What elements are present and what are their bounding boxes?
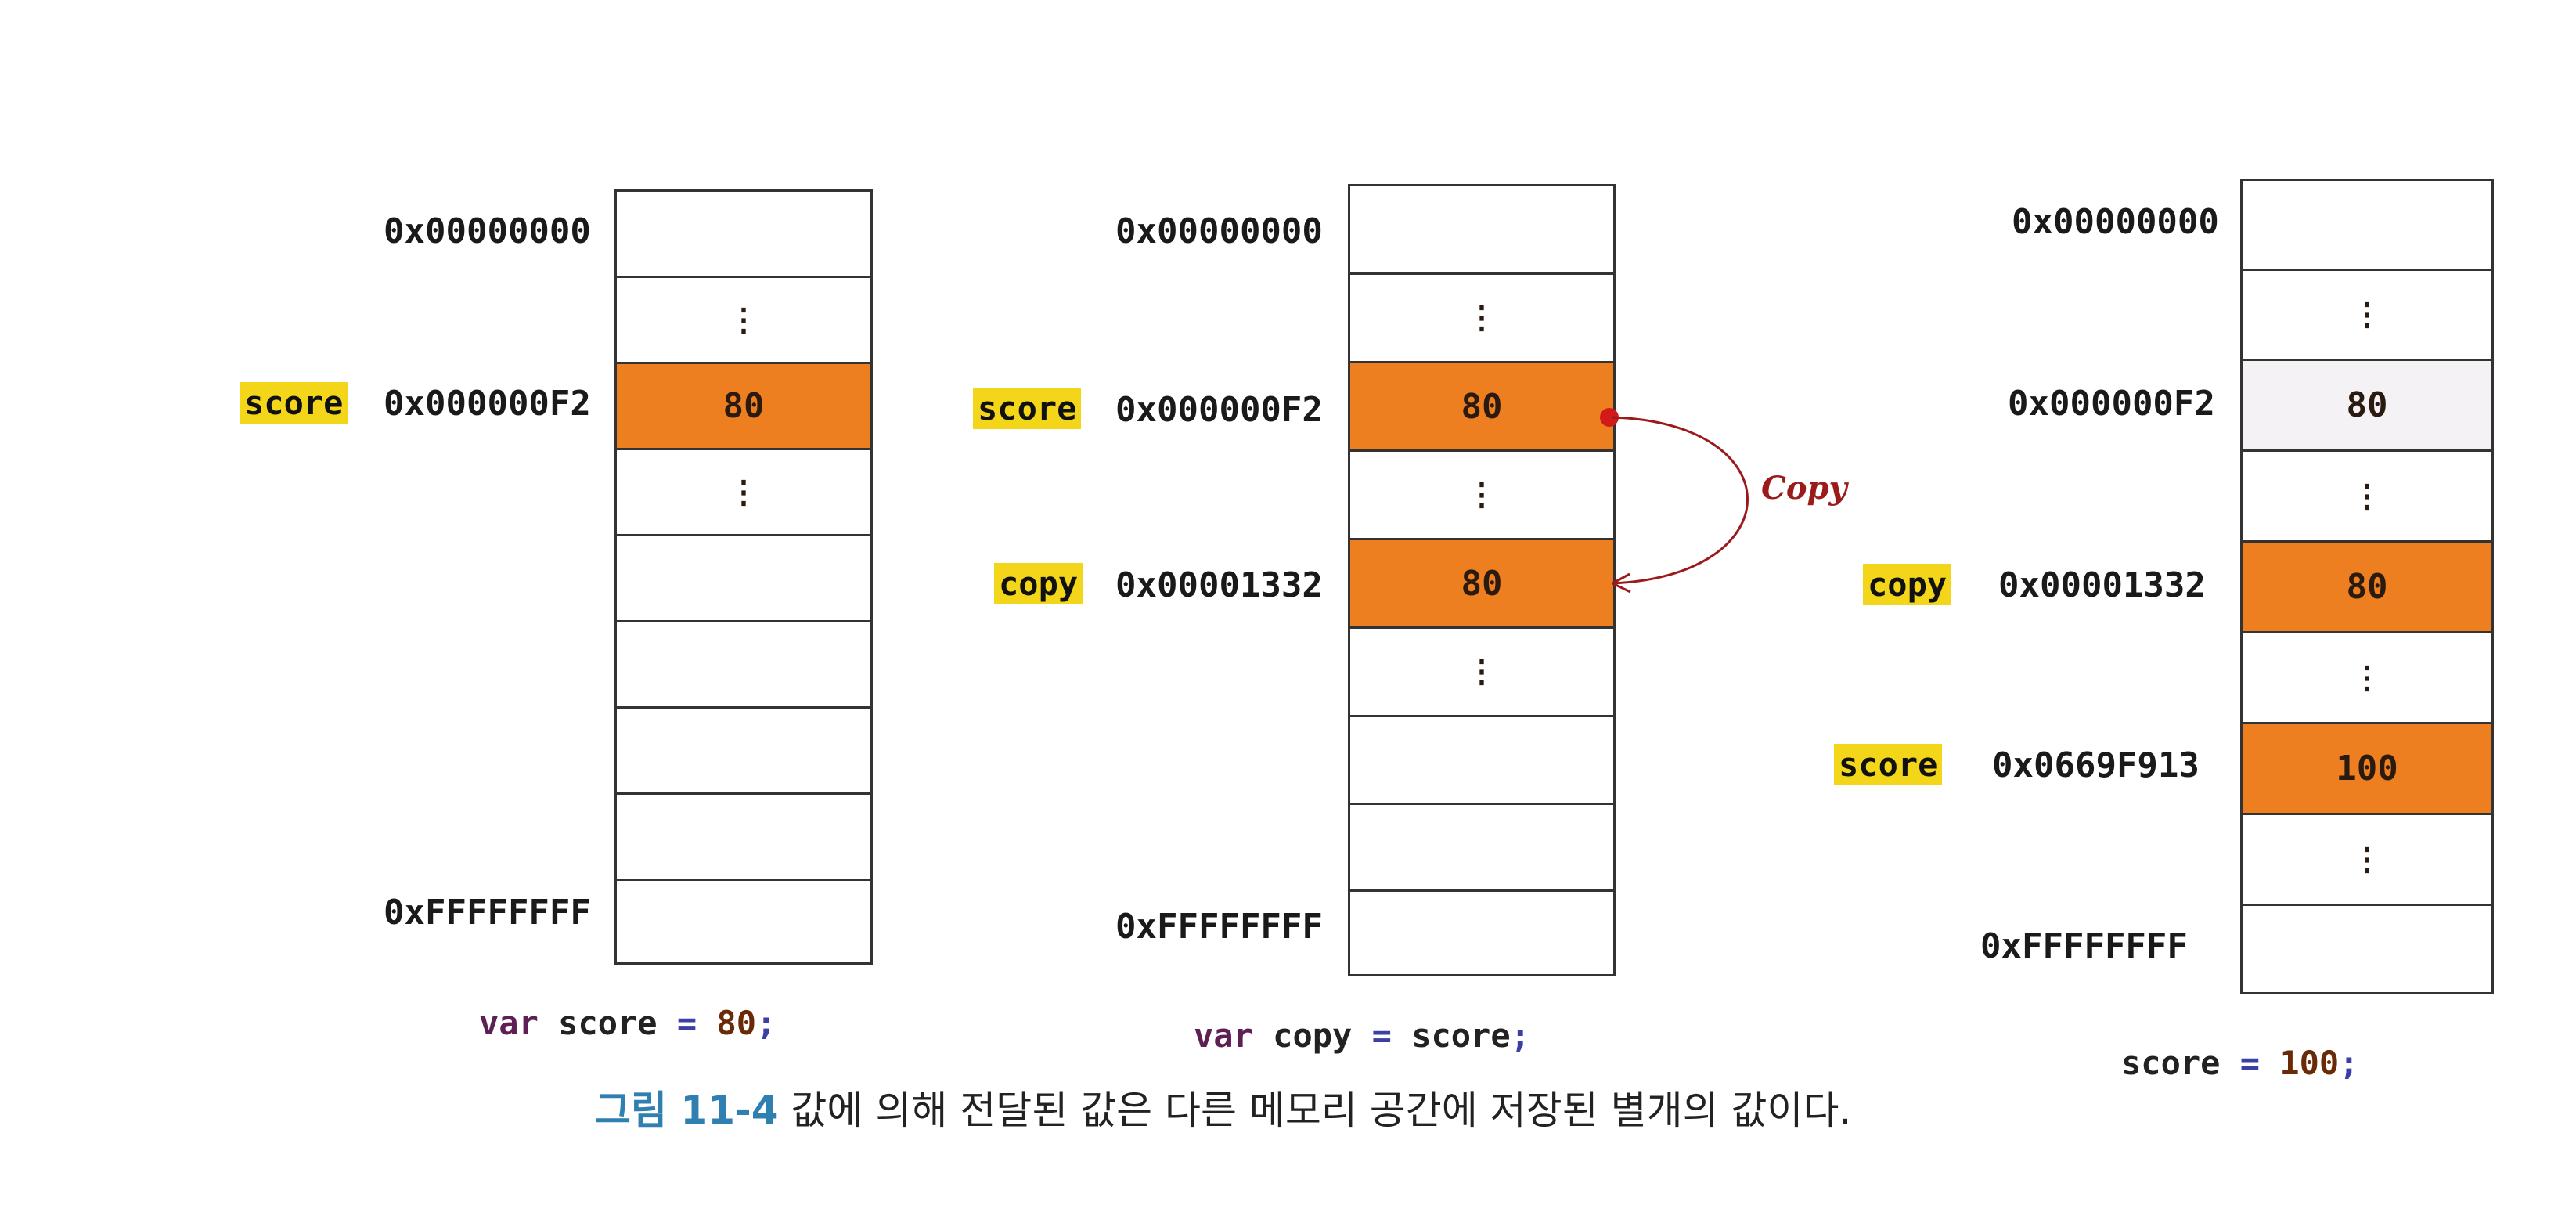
variable-label-score: score [240, 382, 348, 424]
address-label: 0x00001332 [1115, 565, 1323, 605]
memory-cell [1350, 186, 1613, 275]
memory-cell: ⋮ [1350, 629, 1613, 717]
memory-cell [1350, 717, 1613, 805]
memory-cell [2243, 906, 2491, 997]
memory-cell [617, 622, 870, 709]
code-semicolon: ; [2339, 1044, 2359, 1082]
ellipsis-icon: ⋮ [1466, 300, 1497, 336]
code-operator: = [2239, 1044, 2261, 1082]
memory-cell: ⋮ [617, 278, 870, 364]
cell-value: 100 [2336, 749, 2398, 788]
copy-label: Copy [1761, 470, 1847, 507]
address-label: 0x00000000 [2012, 202, 2219, 242]
code-keyword: var [479, 1004, 539, 1042]
cell-value: 80 [722, 386, 765, 426]
cell-value: 80 [1461, 563, 1503, 604]
code-operator: = [1371, 1016, 1392, 1055]
memory-cell-score: 100 [2243, 724, 2491, 815]
code-value: 80 [716, 1004, 757, 1042]
address-label: 0x000000F2 [384, 384, 591, 424]
address-label: 0xFFFFFFFF [384, 893, 591, 933]
variable-label-score: score [1834, 744, 1943, 785]
arrow-curve [1612, 416, 1749, 585]
code-identifier: score [2121, 1044, 2221, 1082]
ellipsis-icon: ⋮ [728, 301, 759, 338]
memory-cell [617, 192, 870, 278]
memory-cell: ⋮ [2243, 452, 2491, 543]
ellipsis-icon: ⋮ [2351, 297, 2383, 333]
memory-cell-old: 80 [2243, 361, 2491, 452]
memory-cell-score: 80 [617, 364, 870, 450]
memory-cell: ⋮ [617, 450, 870, 536]
ellipsis-icon: ⋮ [728, 474, 759, 511]
code-statement-1: var score = 80; [479, 1004, 776, 1042]
memory-stack-2: ⋮ 80 ⋮ 80 ⋮ [1348, 184, 1616, 976]
memory-cell-copy: 80 [1350, 540, 1613, 629]
code-statement-3: score = 100; [2121, 1044, 2358, 1082]
memory-stack-1: ⋮ 80 ⋮ [614, 189, 873, 965]
ellipsis-icon: ⋮ [2351, 841, 2383, 878]
variable-label-score: score [973, 388, 1082, 429]
memory-stack-3: ⋮ 80 ⋮ 80 ⋮ 100 ⋮ [2240, 179, 2494, 994]
cell-value: 80 [2346, 567, 2388, 607]
arrow-start-dot [1600, 408, 1619, 427]
figure-caption: 그림 11-4 값에 의해 전달된 값은 다른 메모리 공간에 저장된 별개의 … [595, 1079, 1851, 1135]
memory-cell-copy: 80 [2243, 543, 2491, 633]
ellipsis-icon: ⋮ [2351, 478, 2383, 514]
memory-cell [617, 536, 870, 622]
memory-cell: ⋮ [1350, 452, 1613, 540]
variable-label-copy: copy [994, 563, 1083, 604]
memory-cell: ⋮ [2243, 633, 2491, 724]
code-identifier: copy [1273, 1016, 1353, 1055]
address-label: 0x00001332 [1998, 565, 2206, 605]
ellipsis-icon: ⋮ [1466, 477, 1497, 513]
address-label: 0x00000000 [384, 211, 591, 251]
address-label: 0x000000F2 [1115, 390, 1323, 430]
memory-cell [2243, 181, 2491, 271]
code-keyword: var [1194, 1016, 1253, 1055]
memory-cell: ⋮ [1350, 275, 1613, 363]
ellipsis-icon: ⋮ [1466, 654, 1497, 690]
code-identifier: score [558, 1004, 658, 1042]
code-semicolon: ; [756, 1004, 776, 1042]
caption-text: 값에 의해 전달된 값은 다른 메모리 공간에 저장된 별개의 값이다. [778, 1088, 1852, 1133]
memory-cell [617, 795, 870, 881]
address-label: 0x0669F913 [1992, 745, 2200, 785]
arrow-head-icon [1612, 572, 1631, 594]
ellipsis-icon: ⋮ [2351, 659, 2383, 696]
cell-value: 80 [2346, 385, 2388, 425]
address-label: 0x000000F2 [2008, 384, 2215, 424]
address-label: 0x00000000 [1115, 211, 1323, 251]
code-operator: = [676, 1004, 697, 1042]
code-semicolon: ; [1510, 1016, 1530, 1055]
address-label: 0xFFFFFFFF [1980, 926, 2188, 966]
code-value: score [1411, 1016, 1511, 1055]
variable-label-copy: copy [1863, 564, 1952, 605]
memory-cell: ⋮ [2243, 815, 2491, 906]
address-label: 0xFFFFFFFF [1115, 907, 1323, 947]
memory-cell [1350, 805, 1613, 892]
figure-number: 그림 11-4 [595, 1088, 779, 1133]
memory-cell: ⋮ [2243, 271, 2491, 361]
cell-value: 80 [1461, 386, 1503, 427]
code-value: 100 [2279, 1044, 2340, 1082]
code-statement-2: var copy = score; [1194, 1016, 1530, 1055]
memory-cell [617, 709, 870, 795]
memory-cell-score: 80 [1350, 363, 1613, 452]
